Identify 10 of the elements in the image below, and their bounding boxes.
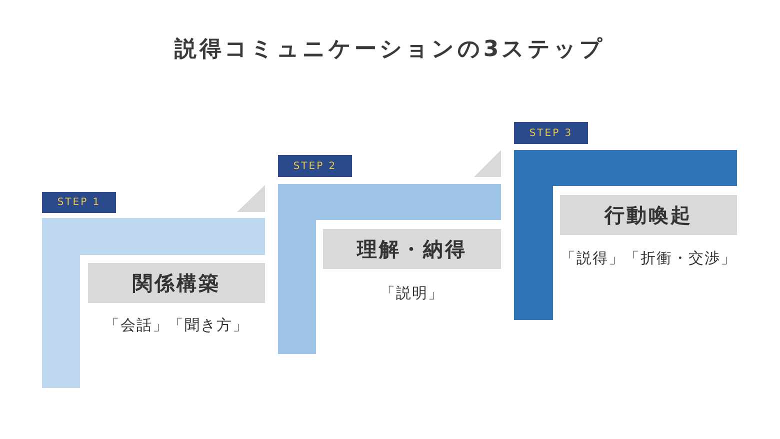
example-text: 「説得」「折衝・交渉」 — [560, 249, 737, 268]
heading-panel: 行動喚起 — [560, 195, 737, 235]
heading-panel: 理解・納得 — [323, 229, 501, 269]
heading-panel: 関係構築 — [88, 263, 265, 303]
step-tab: STEP 3 — [514, 122, 588, 144]
example-text: 「会話」「聞き方」 — [104, 316, 250, 335]
step-tab: STEP 2 — [278, 155, 352, 177]
diagram-title: 説得コミュニケーションの3ステップ — [173, 36, 607, 64]
step-tab: STEP 1 — [42, 192, 116, 213]
example-text: 「説明」 — [379, 284, 445, 303]
